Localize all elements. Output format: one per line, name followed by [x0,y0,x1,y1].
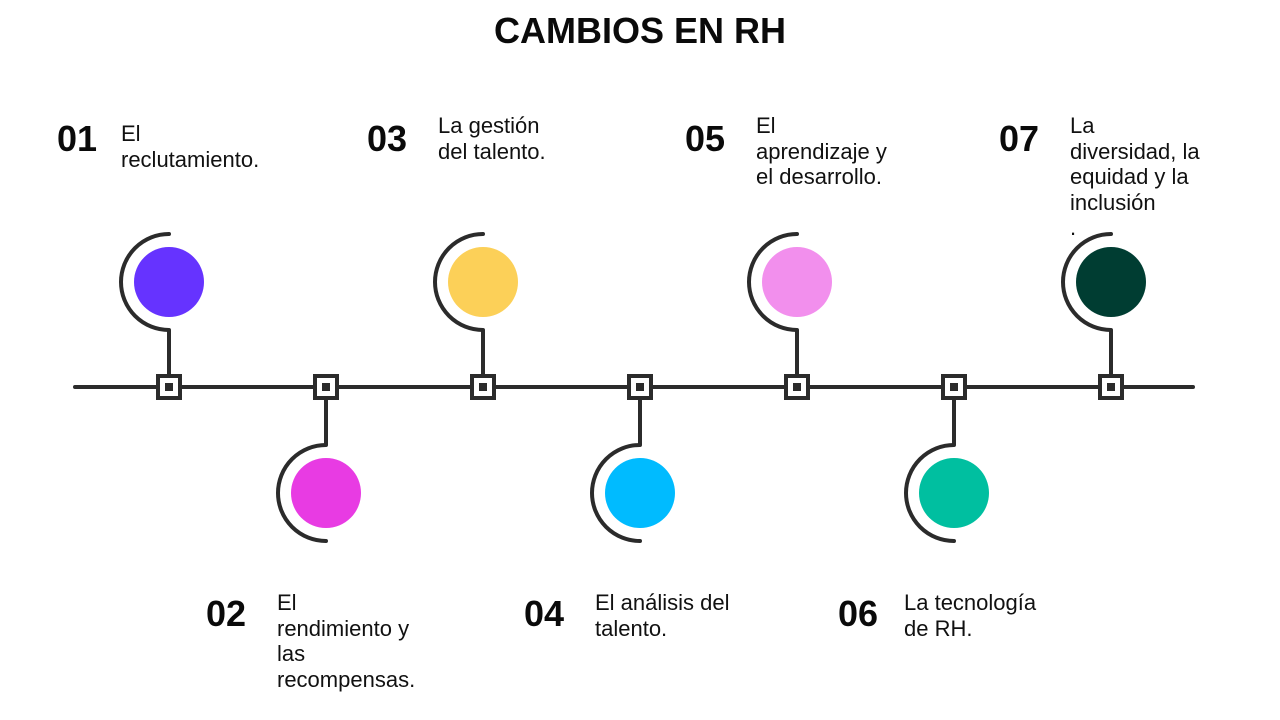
axis-node-center [636,383,644,391]
step-circle [605,458,675,528]
step-circle [134,247,204,317]
ring-arc [904,443,956,543]
timeline-step-04 [590,374,675,543]
step-number: 07 [999,118,1040,159]
step-circle [291,458,361,528]
timeline-step-03 [433,232,518,400]
step-circle [919,458,989,528]
step-number: 06 [838,593,879,634]
step-number: 03 [367,118,408,159]
ring-arc [590,443,642,543]
ring-arc [276,443,328,543]
timeline-step-06 [904,374,989,543]
timeline-step-01 [119,232,204,400]
step-circle [1076,247,1146,317]
axis-node-center [165,383,173,391]
step-description: El aprendizaje y el desarrollo. [756,113,887,189]
timeline-step-05 [747,232,832,400]
timeline-step-02 [276,374,361,543]
step-description: El análisis del talento. [595,590,730,641]
step-description: El rendimiento y las recompensas. [277,590,416,692]
step-description: La diversidad, la equidad y la inclusión… [1070,113,1200,240]
step-number: 01 [57,118,98,159]
step-circle [762,247,832,317]
axis-node-center [1107,383,1115,391]
axis-node-center [793,383,801,391]
timeline-step-07 [1061,232,1146,400]
ring-arc [119,232,171,332]
axis-node-center [479,383,487,391]
step-description: El reclutamiento. [121,121,260,172]
page-title: CAMBIOS EN RH [493,10,786,51]
ring-arc [1061,232,1113,332]
step-circle [448,247,518,317]
step-number: 02 [206,593,247,634]
ring-arc [747,232,799,332]
step-description: La tecnología de RH. [904,590,1037,641]
axis-node-center [322,383,330,391]
step-number: 04 [524,593,565,634]
ring-arc [433,232,485,332]
step-description: La gestión del talento. [438,113,546,164]
step-number: 05 [685,118,726,159]
axis-node-center [950,383,958,391]
